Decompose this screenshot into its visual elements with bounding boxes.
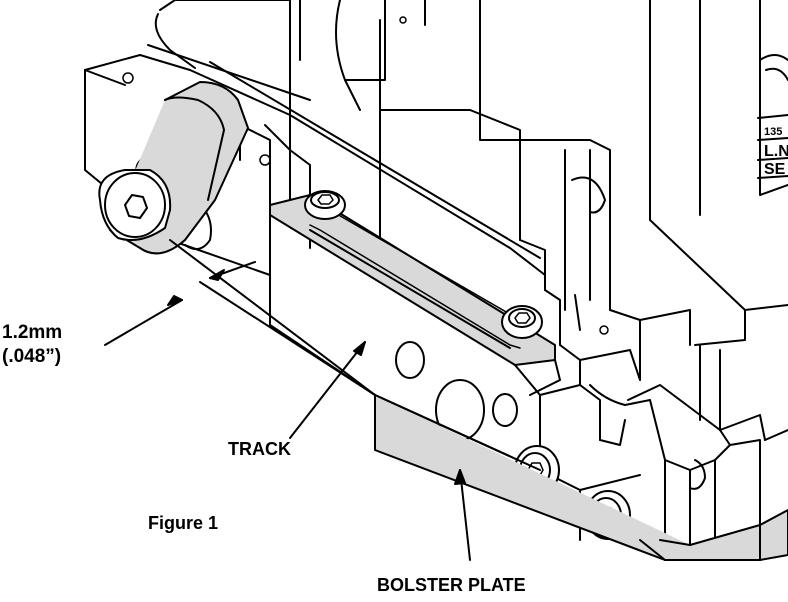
lever-cap-screw	[98, 169, 172, 241]
figure-caption: Figure 1	[148, 513, 219, 533]
track-strip	[269, 194, 556, 366]
gap-dimension-mm-label: 1.2mm	[2, 322, 63, 343]
track-label: TRACK	[228, 439, 291, 459]
track-screw-upper	[304, 190, 346, 220]
nameplate-line-2: L.N	[764, 143, 788, 160]
base-lines	[169, 239, 376, 396]
gap-dimension-inch-label: (.048”)	[2, 346, 62, 367]
dimension-arrow-upper	[209, 269, 225, 281]
nameplate-line-1: 135	[764, 126, 783, 138]
nameplate-line-3: SE	[764, 161, 786, 178]
bolster-plate-leader	[454, 469, 471, 561]
track-screw-lower	[501, 305, 543, 339]
bolster-plate-label: BOLSTER PLATE	[377, 575, 526, 595]
gap-dimension-callout	[104, 261, 256, 346]
upper-rails	[147, 44, 546, 276]
press-housing	[154, 0, 788, 381]
nameplate	[757, 54, 788, 179]
dimension-arrow-lower	[167, 295, 183, 306]
dimension-leader-line	[104, 299, 183, 346]
track-leader	[289, 341, 366, 439]
